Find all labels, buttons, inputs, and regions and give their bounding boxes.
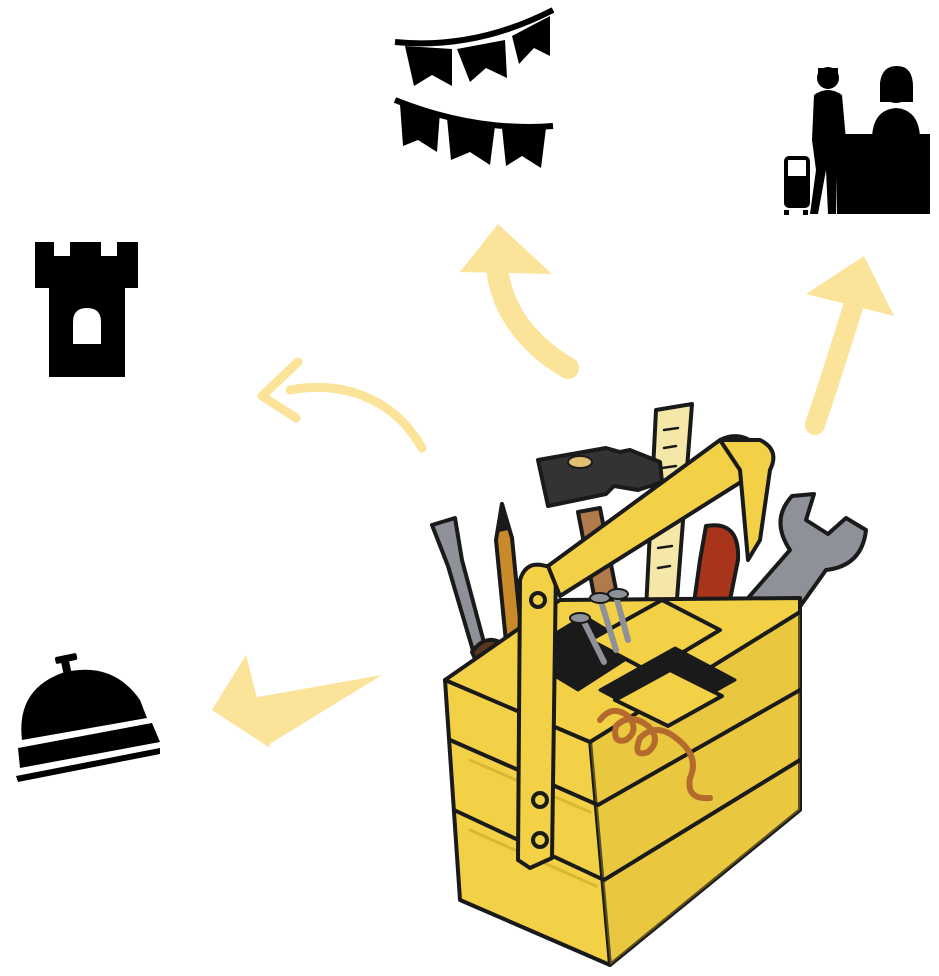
castle-tower-icon	[35, 242, 138, 377]
bunting-flags-icon	[395, 10, 553, 168]
arrow-to-bunting	[460, 224, 568, 368]
arrow-to-bell	[212, 655, 382, 748]
toolbox-icon	[432, 404, 866, 965]
service-bell-icon	[16, 653, 160, 782]
arrow-to-reception	[806, 256, 894, 425]
hotel-reception-icon	[784, 66, 930, 215]
arrow-to-castle	[262, 362, 422, 448]
